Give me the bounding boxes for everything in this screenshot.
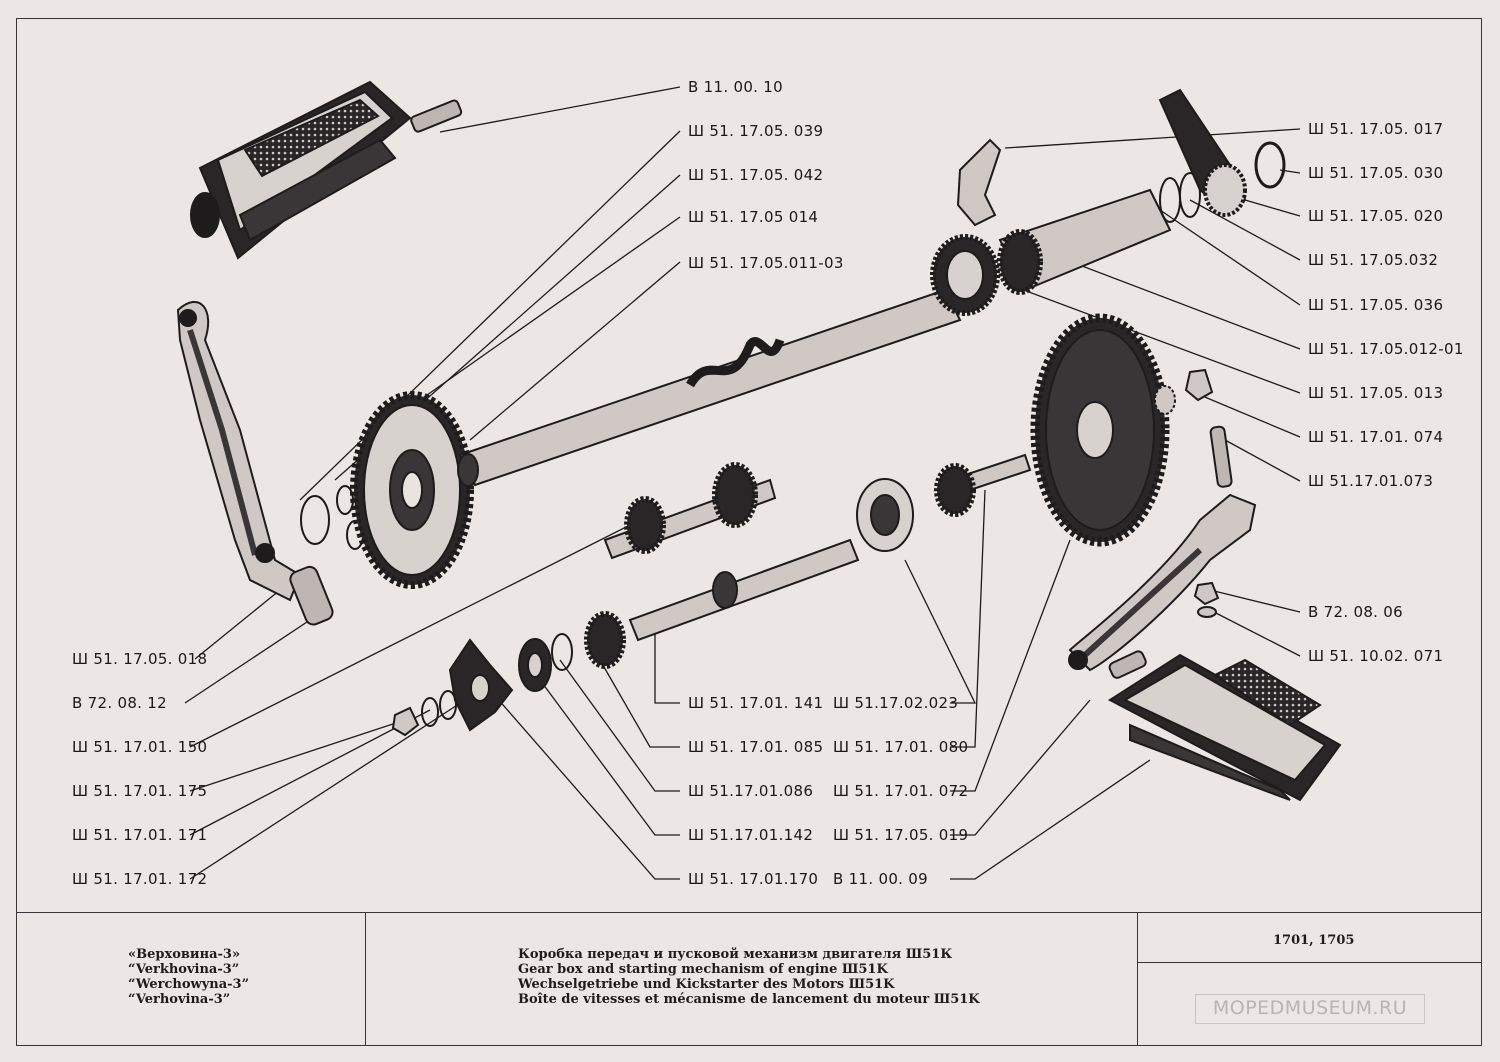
part-label: В 11. 00. 10 <box>688 78 783 96</box>
part-label: Ш 51.17.01.073 <box>1308 472 1434 490</box>
part-label: Ш 51. 17.05. 019 <box>833 826 969 844</box>
part-label: Ш 51. 17.05. 036 <box>1308 296 1444 314</box>
model-name-fr: “Verhovina-3” <box>128 992 231 1007</box>
title-cell-model: «Верховина-3» “Verkhovina-3” “Werchowyna… <box>16 913 366 1046</box>
large-gear-right <box>1030 313 1170 547</box>
part-label: Ш 51. 17.05. 039 <box>688 122 824 140</box>
model-names: «Верховина-3» “Verkhovina-3” “Werchowyna… <box>128 947 249 1007</box>
part-label: Ш 51. 17.01.170 <box>688 870 819 888</box>
part-label: Ш 51. 17.05. 020 <box>1308 207 1444 225</box>
sheet-title-en: Gear box and starting mechanism of engin… <box>518 962 888 977</box>
part-label: Ш 51. 17.05. 030 <box>1308 164 1444 182</box>
part-label: Ш 51.17.02.023 <box>833 694 959 712</box>
part-label: Ш 51. 17.01. 175 <box>72 782 208 800</box>
sheet-number: 1701, 1705 <box>1273 933 1355 948</box>
part-label: Ш 51. 17.01. 150 <box>72 738 208 756</box>
part-label: В 11. 00. 09 <box>833 870 928 888</box>
large-gear-left <box>350 391 474 589</box>
model-name-de: “Werchowyna-3” <box>128 977 250 992</box>
small-parts-right <box>1154 368 1233 618</box>
title-cell-description: Коробка передач и пусковой механизм двиг… <box>366 913 1138 1046</box>
title-block: «Верховина-3» “Verkhovina-3” “Werchowyna… <box>16 912 1482 1046</box>
part-label: В 72. 08. 12 <box>72 694 167 712</box>
part-label: Ш 51. 17.05.012-01 <box>1308 340 1464 358</box>
part-label: Ш 51. 17.01. 172 <box>72 870 208 888</box>
part-label: Ш 51. 17.05. 017 <box>1308 120 1444 138</box>
sheet-title-ru: Коробка передач и пусковой механизм двиг… <box>518 947 953 962</box>
sheet-title-fr: Boîte de vitesses et mécanisme de lancem… <box>518 992 980 1007</box>
part-label: Ш 51. 17.01. 074 <box>1308 428 1444 446</box>
part-label: Ш 51. 17.01. 080 <box>833 738 969 756</box>
pedal-lower <box>1108 653 1342 802</box>
part-label: Ш 51. 17.01. 085 <box>688 738 824 756</box>
kick-arm-right <box>1068 493 1257 679</box>
sheet-title-de: Wechselgetriebe und Kickstarter des Moto… <box>518 977 895 992</box>
kick-arm-left <box>176 300 334 626</box>
model-name-en: “Verkhovina-3” <box>128 962 240 977</box>
pawl <box>956 138 1002 227</box>
part-label: Ш 51. 17.05. 042 <box>688 166 824 184</box>
part-label: Ш 51. 17.05.011-03 <box>688 254 844 272</box>
lever-top-right <box>1158 88 1286 217</box>
drawing-sheet-border <box>16 18 1482 1046</box>
part-label: Ш 51.17.01.142 <box>688 826 814 844</box>
pedal-upper <box>190 80 463 260</box>
kick-shaft <box>457 288 962 487</box>
part-label: Ш 51. 17.01. 072 <box>833 782 969 800</box>
title-cell-sheet-number: 1701, 1705 <box>1138 913 1482 963</box>
part-label: Ш 51. 17.05.032 <box>1308 251 1439 269</box>
part-label: Ш 51. 17.05 014 <box>688 208 819 226</box>
clips-left <box>300 485 364 550</box>
part-label: Ш 51. 17.05. 013 <box>1308 384 1444 402</box>
part-label: Ш 51.17.01.086 <box>688 782 814 800</box>
watermark: MOPEDMUSEUM.RU <box>1195 994 1425 1024</box>
model-name-ru: «Верховина-3» <box>128 947 241 962</box>
part-label: Ш 51. 17.01. 141 <box>688 694 824 712</box>
leader-lines <box>184 86 1301 880</box>
part-label: Ш 51. 17.01. 171 <box>72 826 208 844</box>
lower-gear-train <box>391 453 1032 737</box>
sheet-titles: Коробка передач и пусковой механизм двиг… <box>518 947 980 1007</box>
ratchet-assembly <box>930 172 1201 316</box>
part-label: В 72. 08. 06 <box>1308 603 1403 621</box>
part-label: Ш 51. 17.05. 018 <box>72 650 208 668</box>
part-label: Ш 51. 10.02. 071 <box>1308 647 1444 665</box>
